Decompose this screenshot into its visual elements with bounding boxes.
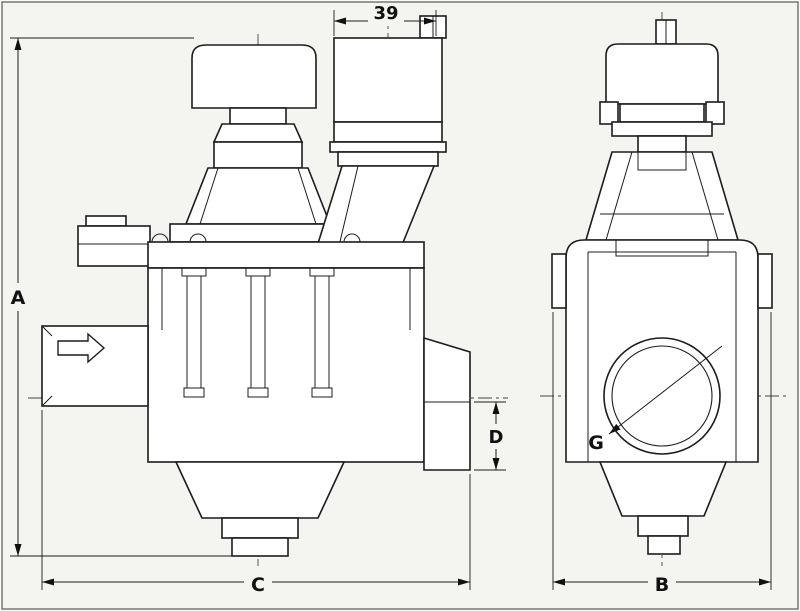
dim-39-label: 39 (373, 3, 398, 24)
end-bottom-cone (598, 461, 728, 555)
flow-direction-arrow-icon (57, 332, 106, 364)
dim-G-label: G (588, 432, 604, 454)
threaded-port-circle (603, 337, 721, 455)
solenoid-coil (314, 15, 447, 251)
dimension-G: G (588, 345, 723, 454)
dim-B-label: B (655, 574, 669, 596)
valve-body (77, 215, 425, 463)
end-view (551, 19, 773, 555)
end-knob (599, 19, 725, 153)
threaded-port-inner-circle (611, 345, 713, 447)
dim-D-label: D (489, 427, 504, 448)
dim-A-label: A (11, 287, 26, 309)
bottom-cone (174, 461, 346, 557)
inlet-port (41, 325, 149, 407)
end-yoke (584, 151, 740, 241)
dimension-C: C (41, 410, 471, 596)
internal-channels (161, 267, 411, 398)
outlet-port (423, 336, 471, 471)
front-view (41, 15, 471, 557)
dimension-B: B (552, 312, 772, 596)
dimension-D: D (474, 401, 507, 471)
dimension-39: 39 (333, 3, 437, 36)
adjustment-knob (191, 44, 317, 109)
end-body (551, 239, 773, 463)
dimension-A: A (7, 37, 232, 557)
dim-C-label: C (251, 574, 265, 596)
